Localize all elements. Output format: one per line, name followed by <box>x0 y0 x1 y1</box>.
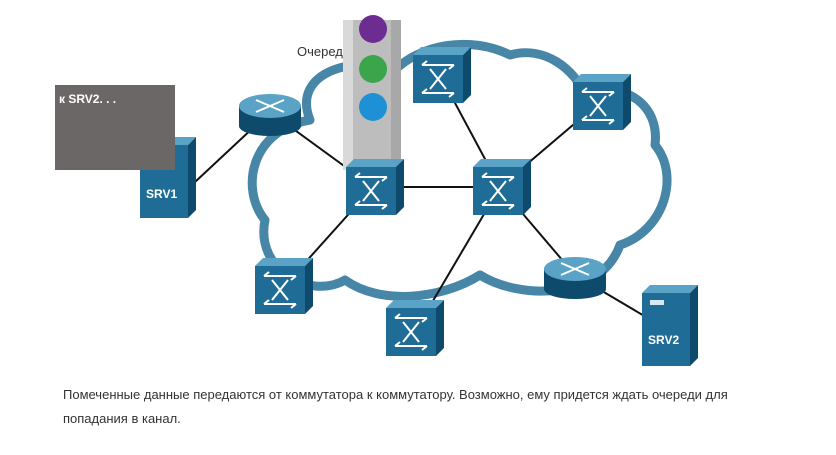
server-drive-slot <box>650 300 664 305</box>
switch-f[interactable] <box>386 300 444 356</box>
switch-icon <box>421 60 455 98</box>
queue-packet-purple <box>359 15 387 43</box>
router-icon <box>560 262 590 276</box>
caption-text: Помеченные данные передаются от коммутат… <box>63 387 728 426</box>
queue: Очеред <box>297 15 401 170</box>
message-box: к SRV2. . . <box>55 85 175 170</box>
switch-icon <box>263 271 297 309</box>
server-label-srv1: SRV1 <box>146 187 177 201</box>
switch-g[interactable] <box>255 258 313 314</box>
switch-a[interactable] <box>346 159 404 215</box>
router-2[interactable] <box>544 257 606 299</box>
message-text: к SRV2. . . <box>59 92 116 106</box>
server-icon <box>642 293 690 366</box>
switch-icon <box>481 172 515 210</box>
queue-packet-blue <box>359 93 387 121</box>
queue-packet-green <box>359 55 387 83</box>
switch-c[interactable] <box>473 159 531 215</box>
server-label-srv2: SRV2 <box>648 333 679 347</box>
switch-b[interactable] <box>413 47 471 103</box>
switch-icon <box>394 313 428 351</box>
queue-label: Очеред <box>297 44 343 59</box>
switch-d[interactable] <box>573 74 631 130</box>
switch-icon <box>581 87 615 125</box>
router-icon <box>255 99 285 113</box>
router-1[interactable] <box>239 94 301 136</box>
server-srv2[interactable]: SRV2 <box>642 285 698 366</box>
switch-icon <box>354 172 388 210</box>
network-diagram: Очеред <box>55 15 698 366</box>
